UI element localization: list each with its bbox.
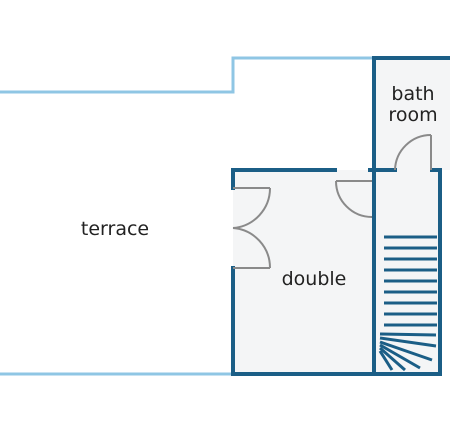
doors [232,134,432,269]
terrace-double-door [232,187,272,269]
stair-winder-step [379,340,433,362]
bathroom-floor [373,58,450,170]
terrace-label: terrace [81,218,149,240]
double-room-label: double [282,268,347,290]
stair-winder-step [378,350,394,371]
walls [231,56,450,376]
bathroom-label-line1: bath [391,83,434,105]
double-room-floor [233,170,374,374]
double-room-door [335,180,373,218]
stair-winder-step [379,332,437,337]
staircase [378,235,437,372]
stair-winder-step [379,343,421,370]
stair-winder-step [379,346,406,372]
bathroom-door [394,134,432,171]
terrace-boundary [0,56,373,94]
bathroom-label-line2: room [388,104,437,126]
stair-winder-step [379,336,437,348]
